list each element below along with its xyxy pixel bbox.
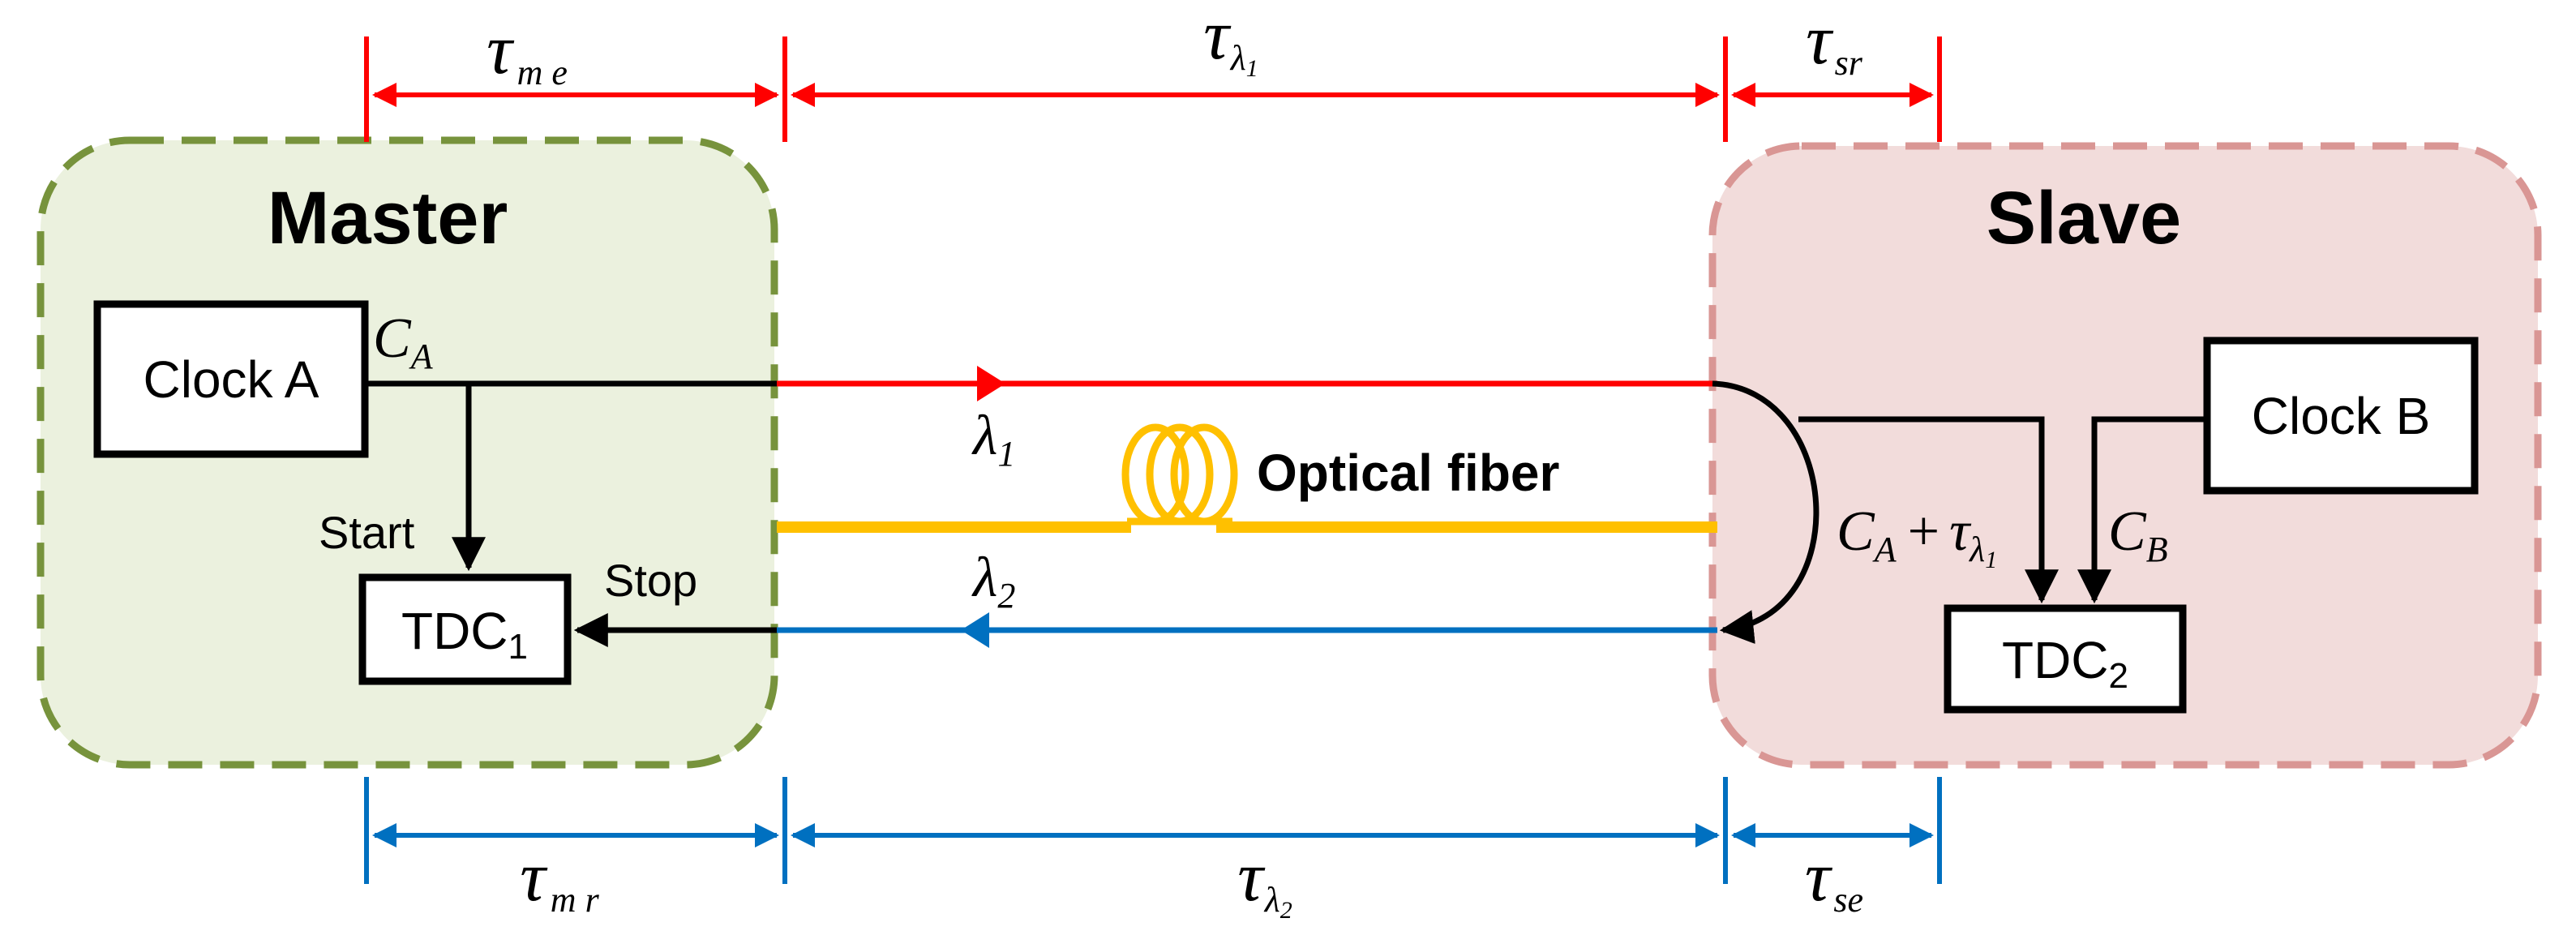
label-tau-lambda1: τλ1 [1203, 0, 1258, 82]
optical-fiber-label: Optical fiber [1257, 444, 1559, 502]
start-label: Start [319, 507, 415, 558]
forward-direction-arrowhead [977, 366, 1005, 401]
clock-a-box [93, 300, 369, 458]
clock-a-label: Clock A [144, 350, 319, 409]
clock-b-box [2203, 337, 2479, 495]
label-tau-lambda2: τλ2 [1237, 838, 1292, 924]
wavelength-2-label: λ2 [971, 547, 1015, 616]
signal-cb-label: CB [2108, 500, 2168, 569]
tdc1-label: TDC1 [401, 602, 528, 667]
top-delay-markers [364, 36, 1942, 142]
slave-panel [1708, 142, 2542, 769]
stop-label: Stop [604, 555, 697, 606]
clock-b-label: Clock B [2252, 387, 2431, 445]
wavelength-1-label: λ1 [971, 405, 1015, 474]
signal-ca-label: CA [373, 307, 434, 376]
clock-b-signal-arrow [2077, 416, 2207, 604]
label-tau-se: τse [1805, 838, 1863, 920]
tdc2-box [1944, 604, 2187, 714]
master-panel [36, 136, 778, 769]
fiber-spool-icon [1121, 423, 1238, 526]
slave-title: Slave [1987, 177, 2181, 260]
tdc2-label: TDC2 [2002, 631, 2128, 696]
recovered-signal-arrow [1798, 416, 2059, 604]
loopback-curve-arrow [1712, 380, 1819, 644]
master-title: Master [268, 177, 508, 260]
return-direction-arrowhead [961, 612, 989, 648]
label-tau-sr: τsr [1806, 1, 1863, 83]
tdc1-box [358, 573, 572, 685]
signal-ca-plus-tau-label: CA+τλ1 [1837, 500, 1997, 573]
bottom-delay-markers [364, 777, 1942, 884]
